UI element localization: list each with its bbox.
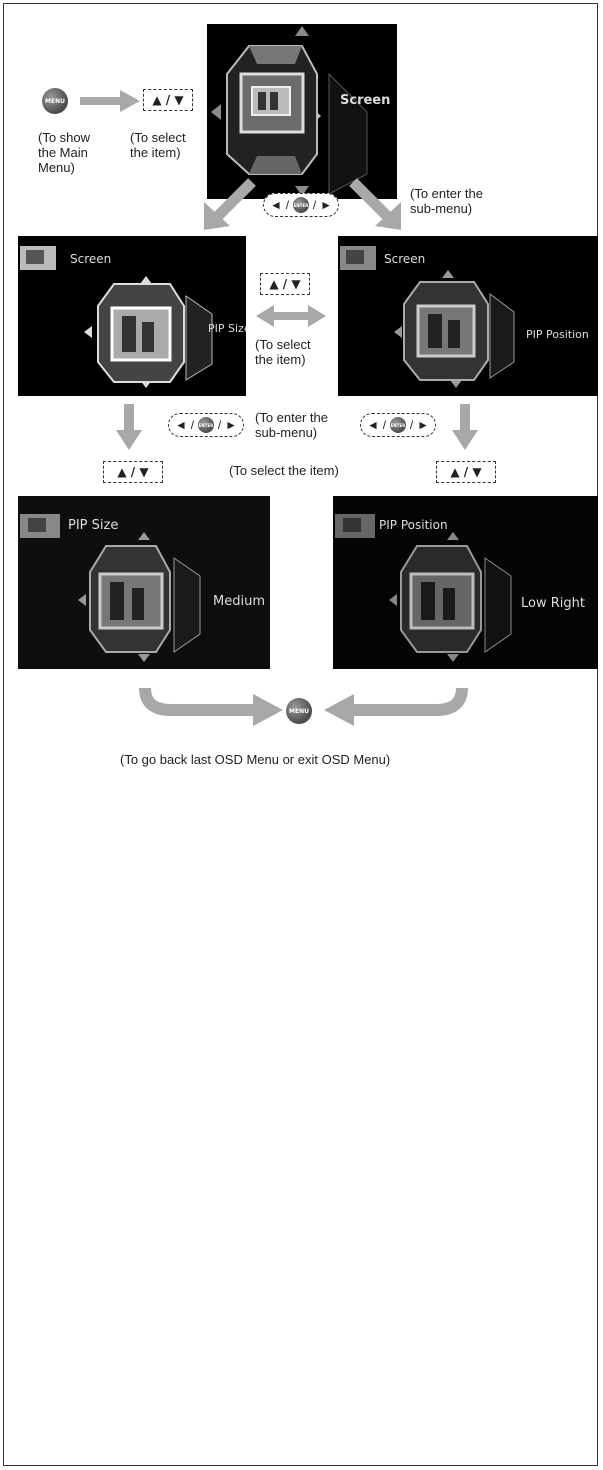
curved-arrow-right-icon <box>139 687 283 726</box>
note-show-main-menu: (To show the Main Menu) <box>38 130 91 175</box>
menu-button-bottom[interactable]: MENU <box>286 698 312 724</box>
note-enter-submenu-top: (To enter the sub-menu) <box>410 186 483 216</box>
note-enter-submenu-mid: (To enter the sub-menu) <box>255 410 328 440</box>
enter-button: ENTER <box>198 417 214 433</box>
osd-pip-size-screen: Screen PIP Size <box>18 236 246 396</box>
note-select-item-row: (To select the item) <box>229 463 339 478</box>
pip-size-cube-icon <box>20 246 213 388</box>
updown-keys-row-right[interactable]: ▲ / ▼ <box>436 461 496 483</box>
osd-pip-position-screen: Screen PIP Position <box>338 236 598 396</box>
updown-keys-top[interactable]: ▲ / ▼ <box>143 89 193 111</box>
arrow-down-left-col-icon <box>116 404 142 450</box>
low-right-item: Low Right <box>521 596 585 611</box>
enter-keys-mid-left[interactable]: ◄ / ENTER / ► <box>168 413 244 437</box>
enter-keys-top[interactable]: ◄ / ENTER / ► <box>263 193 339 217</box>
page-frame <box>3 3 598 1466</box>
enter-button: ENTER <box>293 197 309 213</box>
osd-main-screen: Screen <box>207 24 397 199</box>
arrow-right-icon <box>80 90 140 112</box>
low-right-cube-icon <box>335 514 512 662</box>
note-select-item-top: (To select the item) <box>130 130 186 160</box>
medium-cube-icon <box>20 514 201 662</box>
medium-header: PIP Size <box>68 518 119 533</box>
updown-keys-row-left[interactable]: ▲ / ▼ <box>103 461 163 483</box>
pip-position-header: Screen <box>384 252 426 266</box>
osd-medium-screen: PIP Size Medium <box>18 496 270 669</box>
pip-position-cube-icon <box>340 246 515 388</box>
medium-item: Medium <box>213 594 265 609</box>
arrow-left-right-icon <box>256 305 326 327</box>
enter-keys-mid-right[interactable]: ◄ / ENTER / ► <box>360 413 436 437</box>
pip-position-item: PIP Position <box>526 328 589 341</box>
screen-cube-icon <box>211 26 368 196</box>
note-select-item-mid: (To select the item) <box>255 337 311 367</box>
arrow-down-left-icon <box>204 178 256 230</box>
pip-size-item: PIP Size <box>208 322 246 335</box>
enter-button: ENTER <box>390 417 406 433</box>
pip-size-header: Screen <box>70 252 112 266</box>
low-right-header: PIP Position <box>379 518 448 532</box>
updown-keys-mid[interactable]: ▲ / ▼ <box>260 273 310 295</box>
note-go-back: (To go back last OSD Menu or exit OSD Me… <box>120 752 391 767</box>
curved-arrow-left-icon <box>324 687 468 726</box>
arrow-down-right-col-icon <box>452 404 478 450</box>
menu-button-top[interactable]: MENU <box>42 88 68 114</box>
screen-item-label: Screen <box>340 93 391 108</box>
arrow-down-right-icon <box>349 178 401 230</box>
osd-low-right-screen: PIP Position Low Right <box>333 496 598 669</box>
